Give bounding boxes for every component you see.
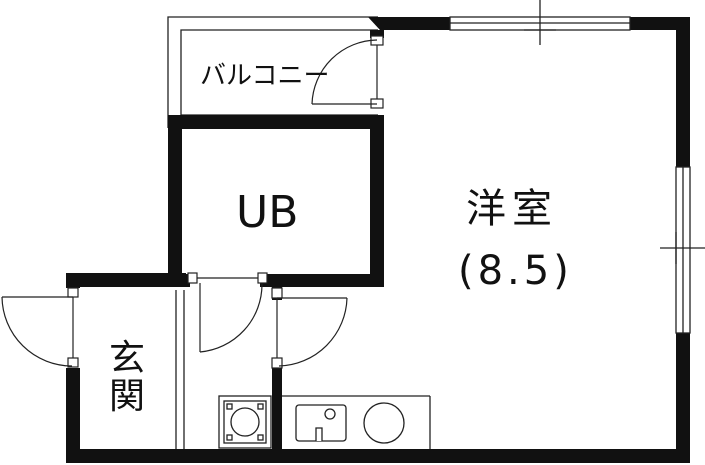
window-right xyxy=(660,166,705,334)
kitchen-sink xyxy=(295,404,347,442)
wall-ub-right xyxy=(370,115,384,287)
balcony-door xyxy=(311,35,384,109)
bath-label: UB xyxy=(236,187,298,238)
interior-lines xyxy=(175,290,431,449)
wall-entrance-left-bottom xyxy=(66,368,80,463)
room-door xyxy=(271,287,348,369)
walls xyxy=(66,17,690,463)
wall-bottom xyxy=(66,449,690,463)
entrance-label-2: 関 xyxy=(109,376,145,417)
washing-machine-pan xyxy=(218,395,272,449)
wall-partition-low xyxy=(272,368,282,449)
wall-top-left xyxy=(368,17,450,30)
wall-entrance-top xyxy=(66,273,186,287)
wall-ub-bottom-left xyxy=(168,274,190,287)
wall-top-right-corner xyxy=(630,17,690,30)
western-room-label: 洋室 xyxy=(466,186,558,232)
wall-ub-top xyxy=(168,115,384,129)
bath-door xyxy=(187,272,268,353)
entrance-label-1: 玄 xyxy=(109,338,145,379)
wall-jamb-balcony-top xyxy=(370,30,384,38)
wall-ub-left xyxy=(168,115,182,287)
window-top xyxy=(449,0,631,45)
balcony-label: バルコニー xyxy=(200,61,329,91)
wall-right-upper xyxy=(676,17,690,167)
entrance-door xyxy=(1,287,79,368)
western-room-size: (8.5) xyxy=(458,248,573,294)
stove-burner xyxy=(363,402,405,444)
wall-ub-bottom-right xyxy=(260,274,384,287)
wall-right-lower xyxy=(676,333,690,463)
